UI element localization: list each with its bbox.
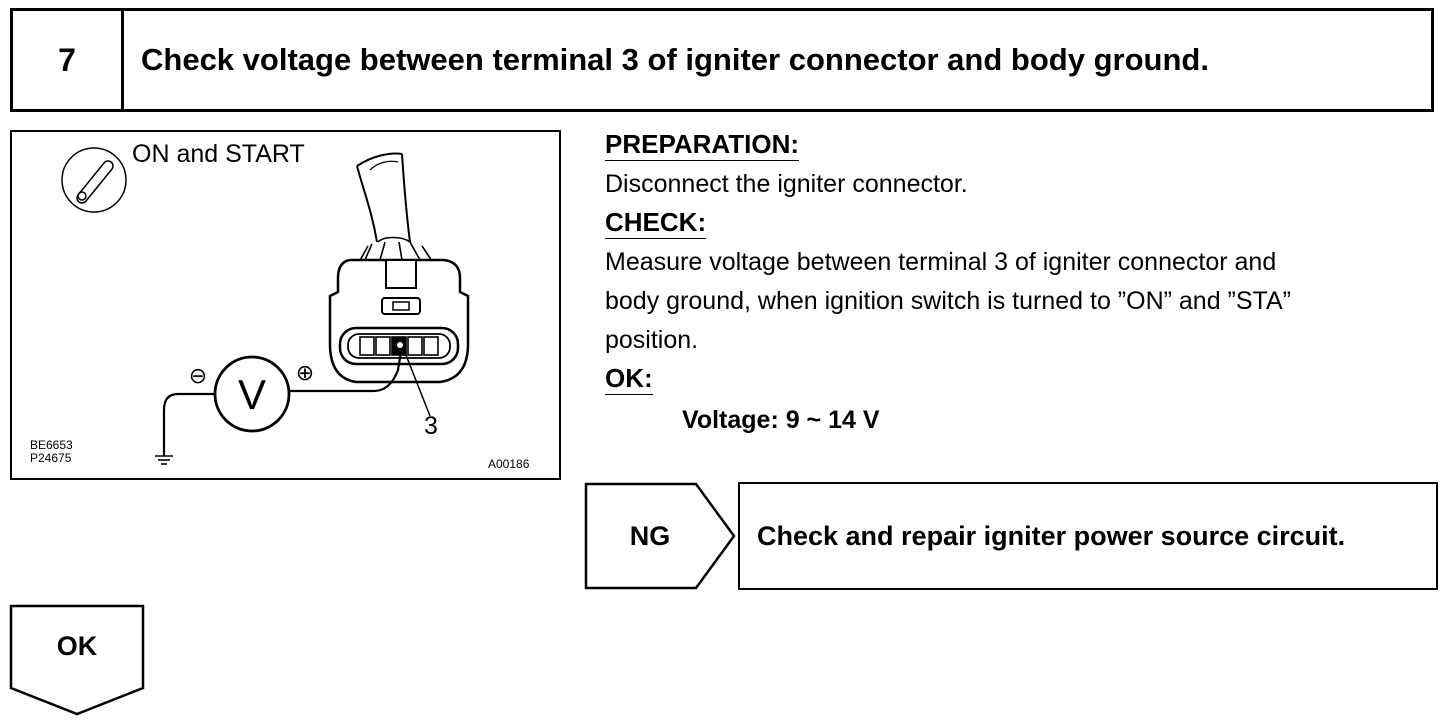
- check-heading: CHECK:: [605, 207, 707, 239]
- ng-label: NG: [629, 520, 671, 551]
- check-text-line-3: position.: [605, 326, 699, 354]
- negative-lead: [162, 392, 215, 456]
- figure-code-left-1: BE6653: [30, 438, 73, 452]
- positive-lead: [290, 351, 403, 393]
- wiring-illustration: V ⊖ ⊕ ON and START 3 BE6653 P24675 A0018…: [10, 130, 561, 480]
- ng-action-box: Check and repair igniter power source ci…: [738, 482, 1438, 590]
- illustration-drawing: V ⊖ ⊕: [61, 147, 470, 465]
- terminal-number-label: 3: [424, 412, 438, 440]
- check-text-line-1: Measure voltage between terminal 3 of ig…: [605, 248, 1277, 276]
- positive-symbol: ⊕: [296, 361, 314, 386]
- wire-harness: [356, 152, 435, 265]
- ignition-key-icon: [61, 147, 127, 213]
- voltmeter-icon: V: [213, 355, 291, 433]
- figure-code-left-2: P24675: [30, 451, 72, 465]
- figure-code-right: A00186: [488, 457, 530, 471]
- procedure-text: PREPARATION: Disconnect the igniter conn…: [605, 126, 1445, 440]
- ok-label: OK: [56, 630, 98, 661]
- ng-arrow-shape: [584, 482, 736, 590]
- step-title: Check voltage between terminal 3 of igni…: [141, 42, 1209, 77]
- meter-symbol: V: [238, 371, 266, 418]
- preparation-heading: PREPARATION:: [605, 129, 800, 161]
- ok-arrow-shape: [9, 604, 145, 716]
- connector-icon: [328, 258, 470, 384]
- figure-code-left: BE6653 P24675: [30, 439, 73, 465]
- terminal-pointer: [403, 349, 431, 417]
- ground-symbol-icon: [155, 455, 173, 465]
- preparation-text: Disconnect the igniter connector.: [605, 170, 968, 198]
- step-number: 7: [13, 11, 124, 109]
- ok-spec: Voltage: 9 ~ 14 V: [682, 406, 880, 434]
- check-text-line-2: body ground, when ignition switch is tur…: [605, 287, 1291, 315]
- switch-position-label: ON and START: [132, 140, 305, 168]
- ok-heading: OK:: [605, 363, 653, 395]
- step-header: 7 Check voltage between terminal 3 of ig…: [10, 8, 1434, 112]
- negative-symbol: ⊖: [189, 364, 207, 389]
